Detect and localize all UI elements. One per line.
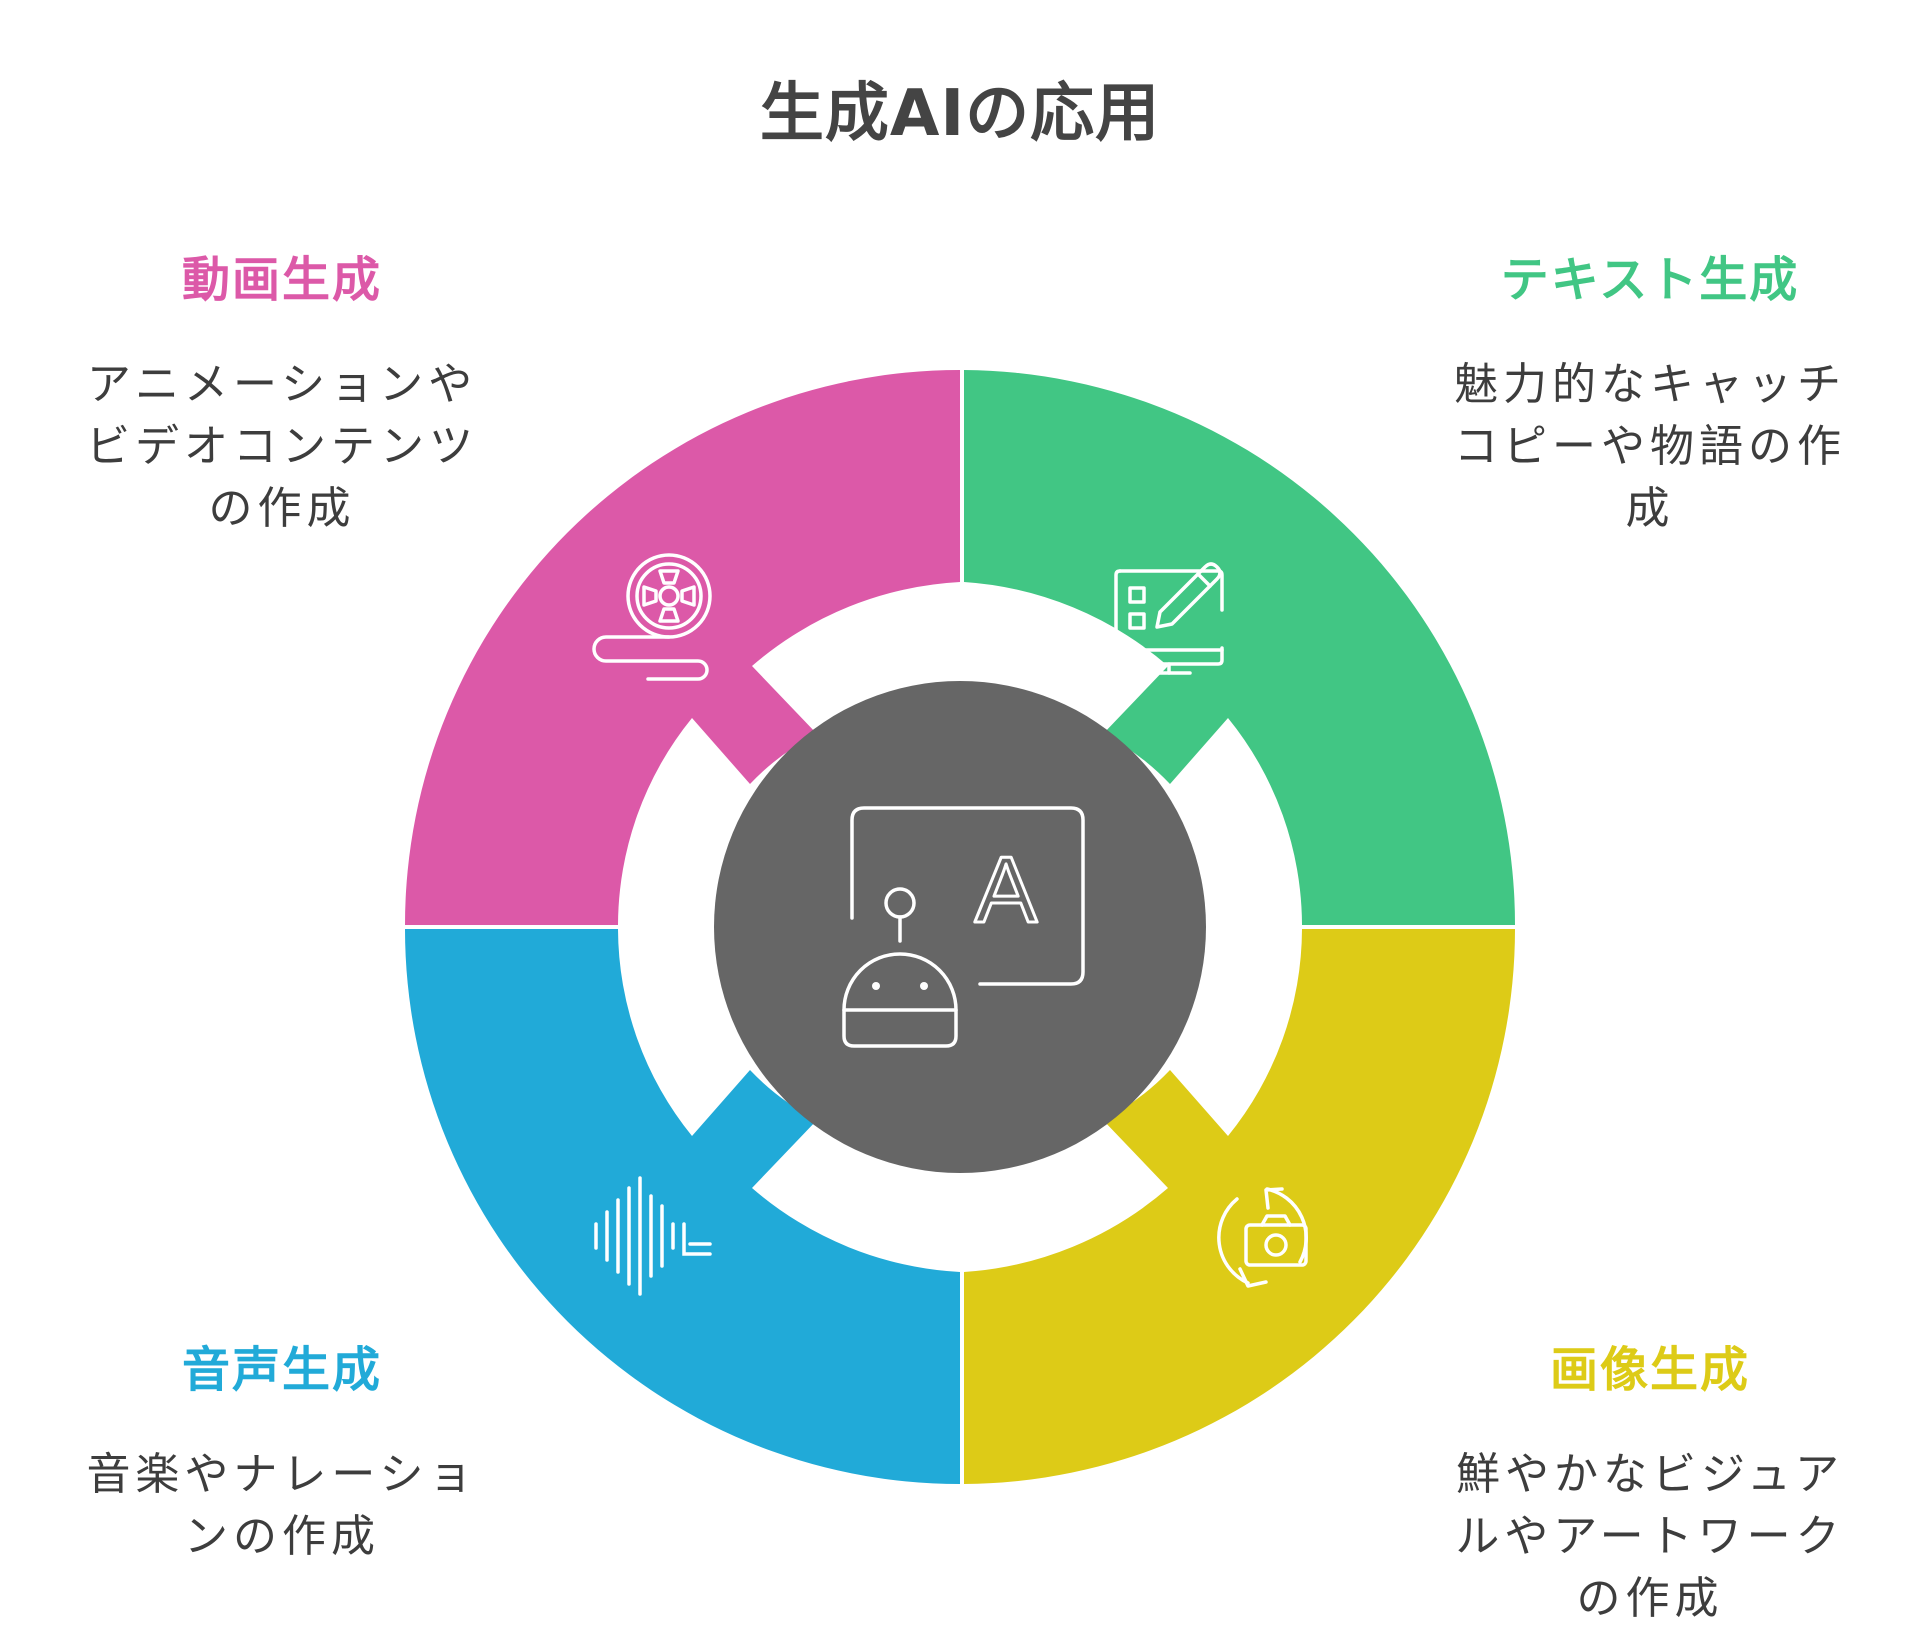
- image-description: 鮮やかなビジュア ルやアートワーク の作成: [1420, 1444, 1880, 1630]
- section-audio: 音声生成 音楽やナレーショ ンの作成: [52, 1330, 512, 1568]
- image-desc-line: ルやアートワーク: [1455, 1511, 1845, 1562]
- image-desc-line: の作成: [1576, 1573, 1724, 1624]
- audio-desc-line: 音楽やナレーショ: [86, 1449, 478, 1500]
- robot-screen-icon: A: [842, 806, 1085, 1048]
- text-desc-line: 成: [1625, 483, 1675, 534]
- audio-heading: 音声生成: [181, 1342, 382, 1398]
- center-circle: [714, 681, 1206, 1173]
- section-image: 画像生成 鮮やかなビジュア ルやアートワーク の作成: [1420, 1330, 1880, 1630]
- section-text: テキスト生成 魅力的なキャッチ コピーや物語の作 成: [1420, 240, 1880, 540]
- video-desc-line: の作成: [208, 483, 356, 534]
- camera-rotate-icon: [1217, 1187, 1308, 1288]
- page-title: 生成AIの応用: [759, 77, 1161, 151]
- section-video: 動画生成 アニメーションや ビデオコンテンツ の作成: [52, 240, 512, 540]
- video-desc-line: アニメーションや: [86, 359, 478, 410]
- monitor-pencil-icon: [1114, 562, 1224, 675]
- sector-image: [964, 929, 1515, 1484]
- sector-video: [405, 370, 960, 925]
- text-description: 魅力的なキャッチ コピーや物語の作 成: [1420, 354, 1880, 540]
- audio-description: 音楽やナレーショ ンの作成: [52, 1444, 512, 1568]
- video-desc-line: ビデオコンテンツ: [86, 421, 478, 472]
- image-desc-line: 鮮やかなビジュア: [1455, 1449, 1845, 1500]
- video-description: アニメーションや ビデオコンテンツ の作成: [52, 354, 512, 540]
- sector-text: [964, 370, 1515, 925]
- center-letter: A: [975, 837, 1038, 942]
- text-desc-line: 魅力的なキャッチ: [1454, 359, 1846, 410]
- text-desc-line: コピーや物語の作: [1454, 421, 1846, 472]
- sound-wave-icon: [594, 1176, 712, 1296]
- film-reel-icon: [592, 553, 712, 681]
- text-heading: テキスト生成: [1500, 252, 1800, 308]
- video-heading: 動画生成: [181, 252, 382, 308]
- sector-audio: [405, 929, 960, 1484]
- audio-desc-line: ンの作成: [184, 1511, 380, 1562]
- image-heading: 画像生成: [1549, 1342, 1750, 1398]
